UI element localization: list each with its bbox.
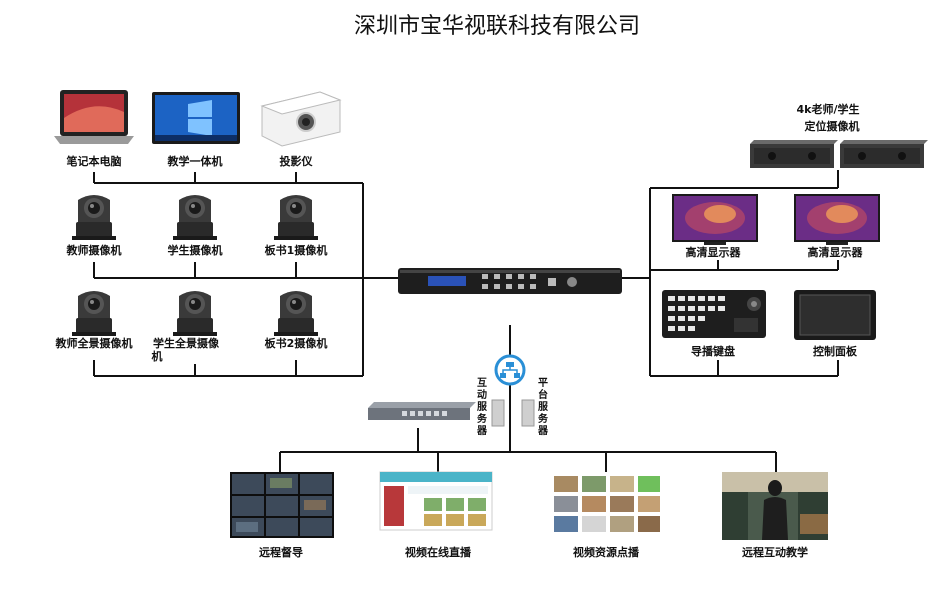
projector-icon bbox=[260, 91, 342, 147]
interactive-server-label: 互 动 服 务 器 bbox=[476, 377, 488, 437]
interactive-server-char: 互 bbox=[477, 377, 487, 389]
hd-display-1-label: 高清显示器 bbox=[686, 245, 742, 259]
hd-display-2-label: 高清显示器 bbox=[808, 245, 864, 259]
student-camera-label: 学生摄像机 bbox=[168, 243, 223, 257]
live-stream-label: 视频在线直播 bbox=[405, 545, 472, 559]
tracking-camera-1-icon bbox=[750, 140, 838, 168]
tracking-camera-label-line1: 4k老师/学生 bbox=[797, 102, 860, 116]
interactive-server-char: 器 bbox=[476, 425, 488, 437]
board1-camera-icon bbox=[274, 195, 318, 240]
interactive-server-char: 服 bbox=[477, 401, 488, 413]
connection-lines bbox=[93, 170, 839, 472]
remote-teaching-photo bbox=[722, 472, 828, 540]
remote-supervision-label: 远程督导 bbox=[259, 545, 303, 559]
interactive-server-char: 务 bbox=[477, 412, 488, 425]
platform-server-char: 务 bbox=[538, 412, 549, 425]
director-keyboard-label: 导播键盘 bbox=[691, 344, 735, 358]
company-title: 深圳市宝华视联科技有限公司 bbox=[354, 14, 640, 39]
live-stream-screenshot bbox=[379, 471, 493, 531]
teacher-camera-icon bbox=[72, 195, 116, 240]
control-panel-icon bbox=[794, 290, 876, 340]
platform-server-label: 平 台 服 务 器 bbox=[537, 377, 549, 437]
all-in-one-label: 教学一体机 bbox=[167, 154, 223, 168]
laptop-icon bbox=[54, 90, 134, 144]
remote-teaching-label: 远程互动教学 bbox=[742, 545, 808, 559]
board2-camera-label: 板书2摄像机 bbox=[265, 336, 328, 350]
interactive-server-char: 动 bbox=[477, 388, 487, 401]
tracking-camera-label-line2: 定位摄像机 bbox=[805, 119, 860, 133]
laptop-label: 笔记本电脑 bbox=[67, 154, 122, 168]
ptz-cameras bbox=[72, 195, 318, 336]
recording-host-icon bbox=[398, 268, 622, 294]
student-wide-camera-label-line1: 学生全景摄像 bbox=[153, 336, 220, 350]
network-switch-icon bbox=[494, 354, 526, 386]
student-wide-camera-label-line2: 机 bbox=[152, 349, 163, 363]
all-in-one-monitor-icon bbox=[152, 92, 240, 144]
control-panel-label: 控制面板 bbox=[813, 344, 858, 358]
projector-label: 投影仪 bbox=[280, 154, 314, 168]
platform-server-char: 器 bbox=[537, 425, 549, 437]
interactive-server-icon bbox=[491, 399, 505, 427]
network-appliance-icon bbox=[368, 402, 476, 420]
board2-camera-icon bbox=[274, 291, 318, 336]
remote-supervision-screenshot bbox=[230, 472, 334, 538]
student-camera-icon bbox=[173, 195, 217, 240]
student-wide-camera-icon bbox=[173, 291, 217, 336]
director-keyboard-icon bbox=[662, 290, 766, 338]
platform-server-char: 台 bbox=[538, 388, 548, 401]
platform-server-char: 平 bbox=[538, 377, 548, 389]
vod-label: 视频资源点播 bbox=[573, 545, 640, 559]
platform-server-icon bbox=[521, 399, 535, 427]
platform-server-char: 服 bbox=[538, 401, 549, 413]
hd-display-2-icon bbox=[794, 194, 880, 245]
teacher-wide-camera-icon bbox=[72, 291, 116, 336]
vod-screenshot bbox=[550, 472, 662, 536]
teacher-wide-camera-label: 教师全景摄像机 bbox=[55, 336, 133, 350]
hd-display-1-icon bbox=[672, 194, 758, 245]
teacher-camera-label: 教师摄像机 bbox=[66, 243, 122, 257]
tracking-camera-2-icon bbox=[840, 140, 928, 168]
board1-camera-label: 板书1摄像机 bbox=[265, 243, 328, 257]
